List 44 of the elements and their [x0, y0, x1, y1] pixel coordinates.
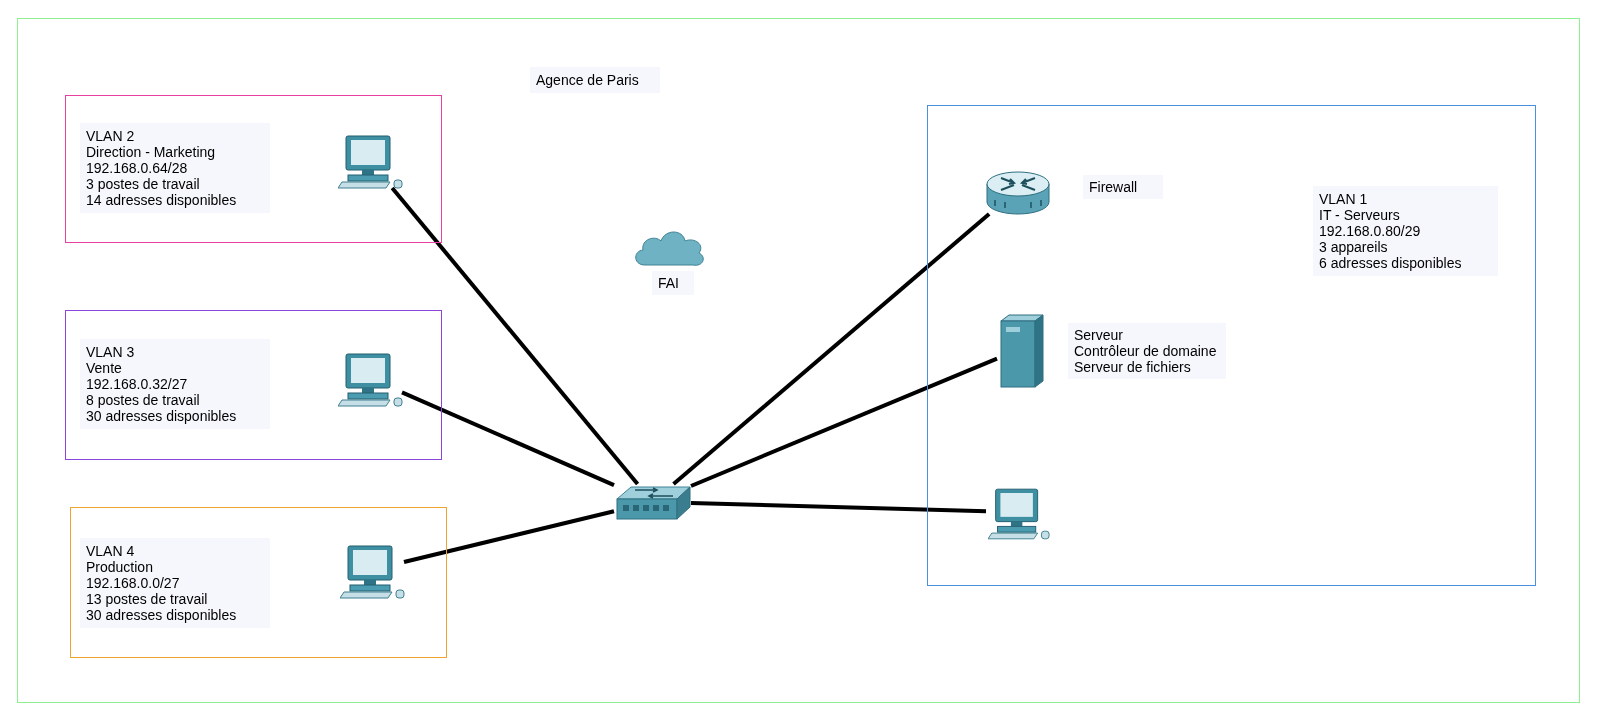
computer-icon	[338, 134, 404, 190]
vlan-info-text: 13 postes de travail	[86, 591, 208, 607]
vlan-box	[70, 507, 447, 658]
server-tower-icon	[999, 313, 1045, 389]
vlan-info-text: 192.168.0.64/28	[86, 160, 188, 176]
vlan-info-text: Direction - Marketing	[86, 144, 216, 160]
vlan-info-text: 30 adresses disponibles	[86, 607, 237, 623]
network-link	[401, 390, 615, 487]
network-link	[403, 509, 615, 564]
vlan-info-text: 192.168.0.0/27	[86, 575, 180, 591]
device-label: Contrôleur de domaine	[1074, 343, 1217, 359]
computer-icon	[340, 544, 406, 600]
vlan-box	[65, 310, 442, 460]
vlan-info-text: 192.168.0.32/27	[86, 376, 188, 392]
vlan-info-text: 14 adresses disponibles	[86, 192, 237, 208]
computer-icon	[338, 352, 404, 408]
vlan-name: VLAN 3	[86, 344, 135, 360]
device-label: Serveur de fichiers	[1074, 359, 1191, 375]
vlan-info-text: IT - Serveurs	[1319, 207, 1400, 223]
site-title: Agence de Paris	[536, 72, 639, 88]
network-link	[690, 356, 998, 488]
cloud-label: FAI	[658, 275, 679, 291]
network-link	[390, 186, 640, 486]
vlan-info-text: 8 postes de travail	[86, 392, 200, 408]
network-switch-icon	[615, 485, 692, 521]
vlan-info-text: Vente	[86, 360, 122, 376]
router-icon	[985, 170, 1051, 216]
vlan-name: VLAN 1	[1319, 191, 1368, 207]
vlan-info-text: Production	[86, 559, 153, 575]
vlan-info-text: 192.168.0.80/29	[1319, 223, 1421, 239]
device-label: Serveur	[1074, 327, 1124, 343]
vlan-name: VLAN 4	[86, 543, 135, 559]
network-link	[672, 212, 991, 486]
vlan-info-text: 30 adresses disponibles	[86, 408, 237, 424]
vlan-info-text: 3 postes de travail	[86, 176, 200, 192]
device-label: Firewall	[1089, 179, 1138, 195]
site-frame	[17, 18, 1580, 703]
vlan-box	[927, 105, 1536, 586]
vlan-name: VLAN 2	[86, 128, 135, 144]
vlan-info-text: 3 appareils	[1319, 239, 1388, 255]
network-link	[690, 501, 987, 514]
vlan-info-text: 6 adresses disponibles	[1319, 255, 1462, 271]
vlan-box	[65, 95, 442, 243]
computer-icon	[988, 486, 1051, 542]
